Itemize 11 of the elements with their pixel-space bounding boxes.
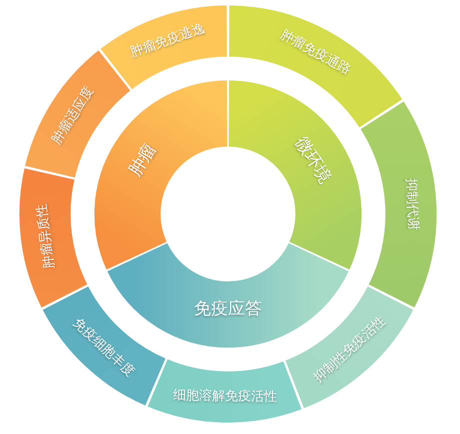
segment-label: 肿瘤免疫逃逸: [129, 22, 208, 61]
segment-label: 免疫细胞丰度: [70, 316, 137, 380]
segment-label: 抑制代谢: [402, 178, 420, 231]
segment-label: 肿瘤异质性: [35, 203, 58, 270]
segment-label: 肿瘤免疫通路: [278, 28, 353, 78]
segment-label: 抑制性免疫活性: [312, 314, 390, 386]
segment-label: 肿瘤适应度: [50, 84, 98, 148]
segment-label: 细胞溶解免疫活性: [172, 389, 277, 406]
segment-label: 免疫应答: [194, 300, 262, 318]
segment-label: 肿瘤: [126, 140, 160, 180]
segment-label: 微环境: [291, 133, 334, 186]
